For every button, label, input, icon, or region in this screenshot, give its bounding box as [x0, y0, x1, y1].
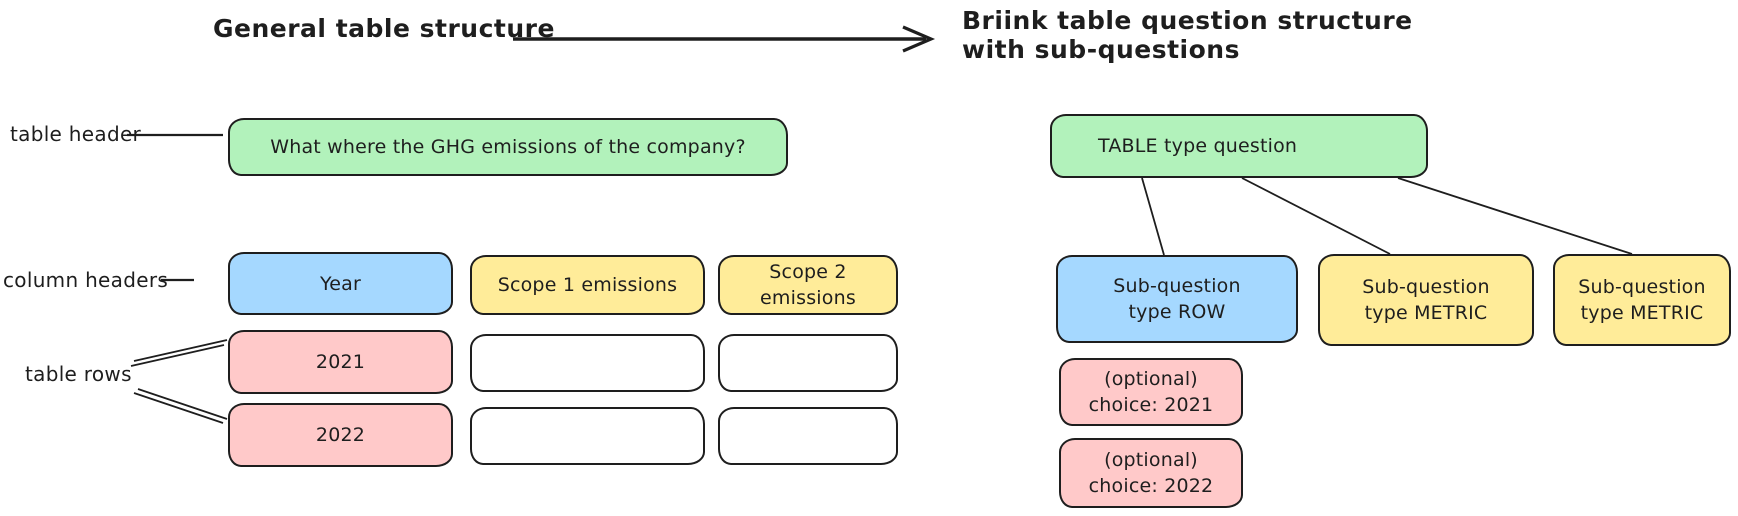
subquestion-metric-box-1: Sub-question type METRIC [1318, 254, 1534, 346]
subquestion-metric2-line2: type METRIC [1580, 302, 1704, 324]
column-header-scope2: Scope 2 emissions [718, 255, 898, 315]
choice-2021-line1: (optional) [1104, 368, 1198, 390]
empty-cell-2022-scope1 [470, 407, 705, 465]
table-question-label: TABLE type question [1098, 135, 1298, 157]
connector-root-to-metric2 [1397, 177, 1633, 255]
table-rows-connector-lines [130, 339, 228, 424]
row-2021-box: 2021 [228, 330, 453, 394]
right-title-line2: with sub-questions [962, 35, 1240, 64]
subquestion-metric1-line1: Sub-question [1362, 276, 1490, 298]
column-header-year: Year [228, 252, 453, 315]
choice-2022-line1: (optional) [1104, 449, 1198, 471]
subquestion-metric1-line2: type METRIC [1364, 302, 1488, 324]
subquestion-row-line1: Sub-question [1113, 275, 1241, 297]
empty-cell-2021-scope2 [718, 334, 898, 392]
row-2022-label: 2022 [315, 424, 366, 446]
right-title: Briink table question structure with sub… [962, 6, 1413, 64]
choice-2022-line2: choice: 2022 [1088, 475, 1214, 497]
table-header-box: What where the GHG emissions of the comp… [228, 118, 788, 176]
label-table-header: table header [10, 122, 142, 146]
column-header-scope1: Scope 1 emissions [470, 255, 705, 315]
right-title-line1: Briink table question structure [962, 6, 1413, 35]
choice-2021-line2: choice: 2021 [1088, 394, 1214, 416]
label-table-rows: table rows [25, 362, 132, 386]
choice-2021-box: (optional) choice: 2021 [1059, 358, 1243, 426]
left-title: General table structure [213, 14, 555, 43]
subquestion-metric2-line1: Sub-question [1578, 276, 1706, 298]
flow-arrow [513, 25, 936, 53]
subquestion-row-line2: type ROW [1128, 301, 1226, 323]
column-header-year-label: Year [319, 272, 362, 295]
table-question-box: TABLE type question [1050, 114, 1428, 178]
subquestion-metric-box-2: Sub-question type METRIC [1553, 254, 1731, 346]
row-2021-label: 2021 [315, 351, 366, 373]
row-2022-box: 2022 [228, 403, 453, 467]
column-header-scope1-label: Scope 1 emissions [497, 274, 678, 296]
choice-2022-box: (optional) choice: 2022 [1059, 438, 1243, 508]
label-column-headers: column headers [3, 268, 169, 292]
empty-cell-2021-scope1 [470, 334, 705, 392]
column-header-scope2-label: Scope 2 emissions [760, 261, 856, 309]
subquestion-row-box: Sub-question type ROW [1056, 255, 1298, 343]
connector-root-to-row [1141, 177, 1165, 256]
table-header-question: What where the GHG emissions of the comp… [270, 136, 746, 158]
empty-cell-2022-scope2 [718, 407, 898, 465]
connector-root-to-metric1 [1241, 177, 1391, 255]
